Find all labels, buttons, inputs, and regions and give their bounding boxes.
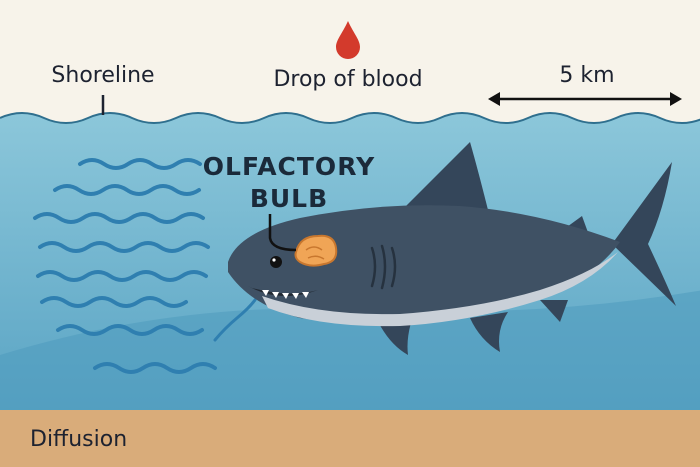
olfactory-bulb — [294, 234, 338, 267]
water-surface-line — [0, 112, 700, 124]
double-arrow-icon — [488, 92, 682, 106]
blood-drop-icon — [336, 21, 360, 59]
bulb-detail-2 — [307, 255, 325, 260]
deep-water-band — [0, 290, 700, 410]
shoreline-label: Shoreline — [51, 63, 154, 88]
shark-illustration — [228, 142, 676, 355]
anal-fin — [540, 300, 568, 322]
gill-slits — [370, 244, 397, 290]
olfactory-label-line2: BULB — [250, 184, 328, 213]
shark-eye — [270, 256, 282, 268]
diffusion-label: Diffusion — [30, 427, 127, 452]
scent-diffusion-waves — [33, 158, 257, 374]
tail-fin — [612, 162, 676, 306]
shark-body — [228, 205, 620, 324]
olfactory-leader-line — [268, 214, 297, 252]
drop-of-blood-label: Drop of blood — [273, 67, 422, 92]
shark-belly — [262, 252, 618, 327]
bulb-detail — [305, 246, 323, 251]
shark-teeth — [262, 290, 309, 299]
olfactory-label-line1: OLFACTORY — [203, 152, 375, 181]
sky-background — [0, 0, 700, 120]
distance-label: 5 km — [559, 63, 614, 88]
sandy-seabed — [0, 410, 700, 467]
pelvic-fin — [470, 312, 508, 352]
eye-highlight — [272, 258, 276, 262]
shark-mouth — [248, 286, 318, 297]
dorsal-fin — [400, 142, 488, 212]
